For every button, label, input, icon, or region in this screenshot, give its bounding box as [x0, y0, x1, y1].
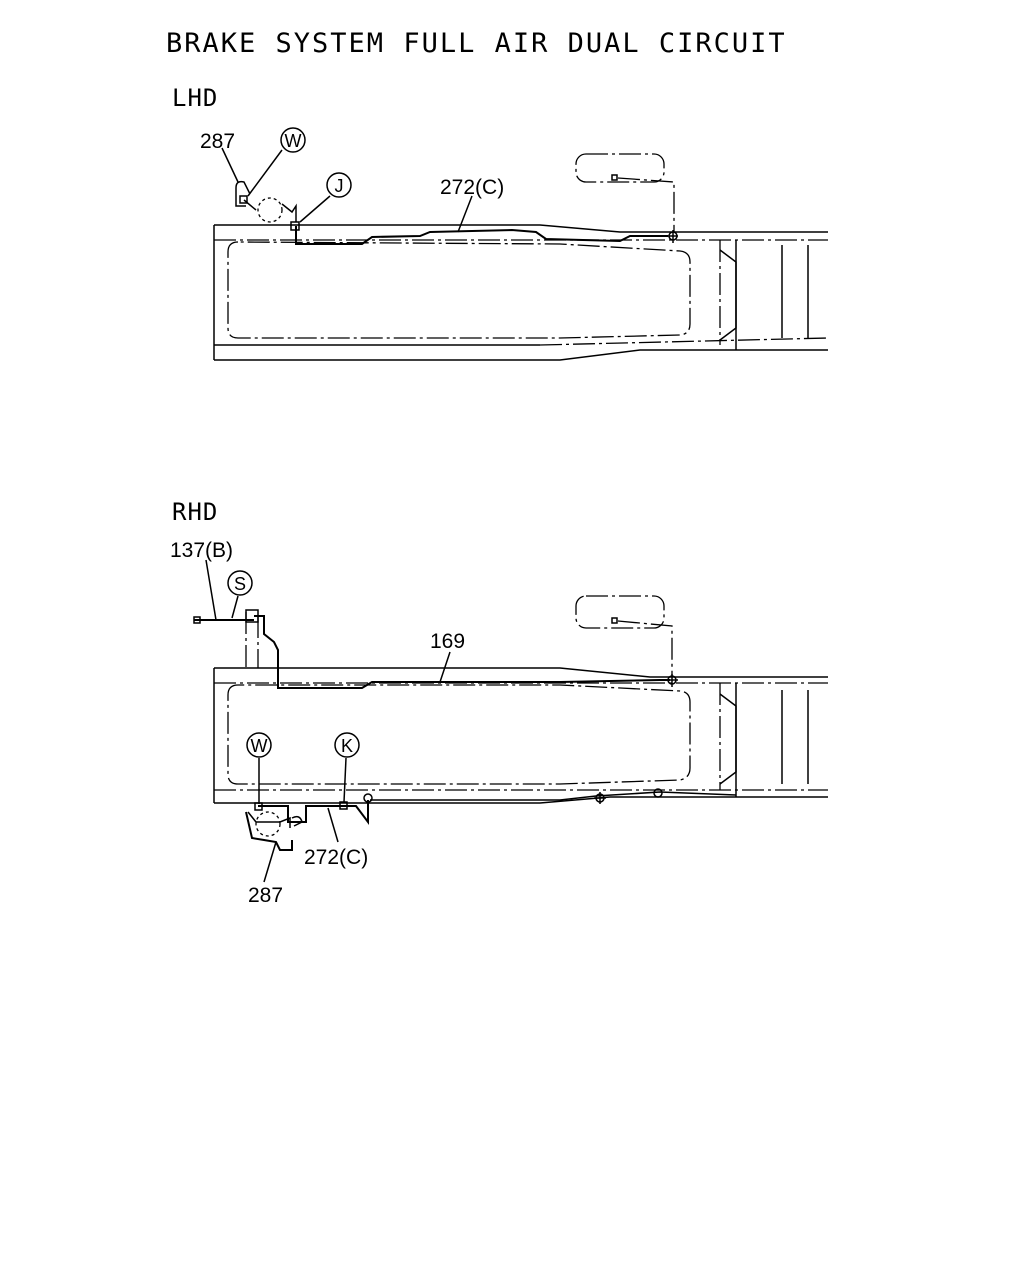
lhd-brake-line-272c — [295, 226, 668, 245]
lhd-leader-j — [299, 195, 331, 223]
rhd-fitting-s — [245, 609, 259, 623]
svg-text:J: J — [335, 176, 344, 196]
rhd-label-287: 287 — [248, 884, 283, 907]
lhd-callout-j: J — [326, 172, 352, 198]
rhd-brake-line-272c — [258, 800, 369, 825]
lhd-chassis-diagram: 287 272(C) W J — [200, 127, 829, 361]
lhd-cross-fitting — [668, 230, 678, 243]
rhd-label-169: 169 — [430, 630, 465, 653]
rhd-leader-272c — [327, 807, 339, 843]
lhd-section-label: LHD — [172, 84, 219, 112]
rhd-callout-k: K — [334, 732, 360, 758]
lhd-fitting-w — [239, 195, 248, 204]
rhd-label-272c: 272(C) — [304, 846, 368, 869]
lhd-leader-w — [247, 149, 283, 197]
svg-text:W: W — [285, 131, 302, 151]
lhd-leader-287 — [221, 147, 239, 183]
rhd-brake-chamber — [247, 811, 303, 837]
rhd-label-137b: 137(B) — [170, 539, 233, 562]
rhd-leader-k — [343, 757, 347, 803]
lhd-hose-287 — [235, 180, 251, 207]
rhd-callout-w: W — [246, 732, 272, 758]
lhd-brake-chamber — [243, 197, 297, 223]
lhd-callout-w: W — [280, 127, 306, 153]
svg-text:W: W — [251, 736, 268, 756]
lhd-air-reservoir — [575, 153, 675, 232]
svg-text:S: S — [234, 574, 246, 594]
rhd-leader-287 — [263, 841, 277, 883]
rhd-section-label: RHD — [172, 498, 219, 526]
rhd-air-reservoir — [575, 595, 673, 676]
rhd-leader-137b — [205, 559, 217, 621]
rhd-leader-s — [231, 595, 239, 619]
page-title: BRAKE SYSTEM FULL AIR DUAL CIRCUIT — [166, 28, 787, 59]
lhd-label-287: 287 — [200, 130, 235, 153]
rhd-brake-line-169 — [254, 615, 670, 689]
rhd-chassis-diagram: 137(B) 169 272(C) 287 S W K — [170, 539, 828, 907]
lhd-leader-272c — [457, 195, 473, 233]
rhd-leader-169 — [439, 651, 451, 683]
lhd-label-272c: 272(C) — [440, 176, 504, 199]
lhd-frame-rail — [213, 224, 829, 361]
svg-text:K: K — [341, 736, 353, 756]
rhd-callout-s: S — [227, 570, 253, 596]
rhd-cross-fitting-lower — [363, 788, 663, 804]
rhd-cross-fitting-upper — [666, 674, 678, 687]
rhd-fitting-k — [339, 801, 348, 810]
lhd-fitting-j — [290, 221, 300, 231]
